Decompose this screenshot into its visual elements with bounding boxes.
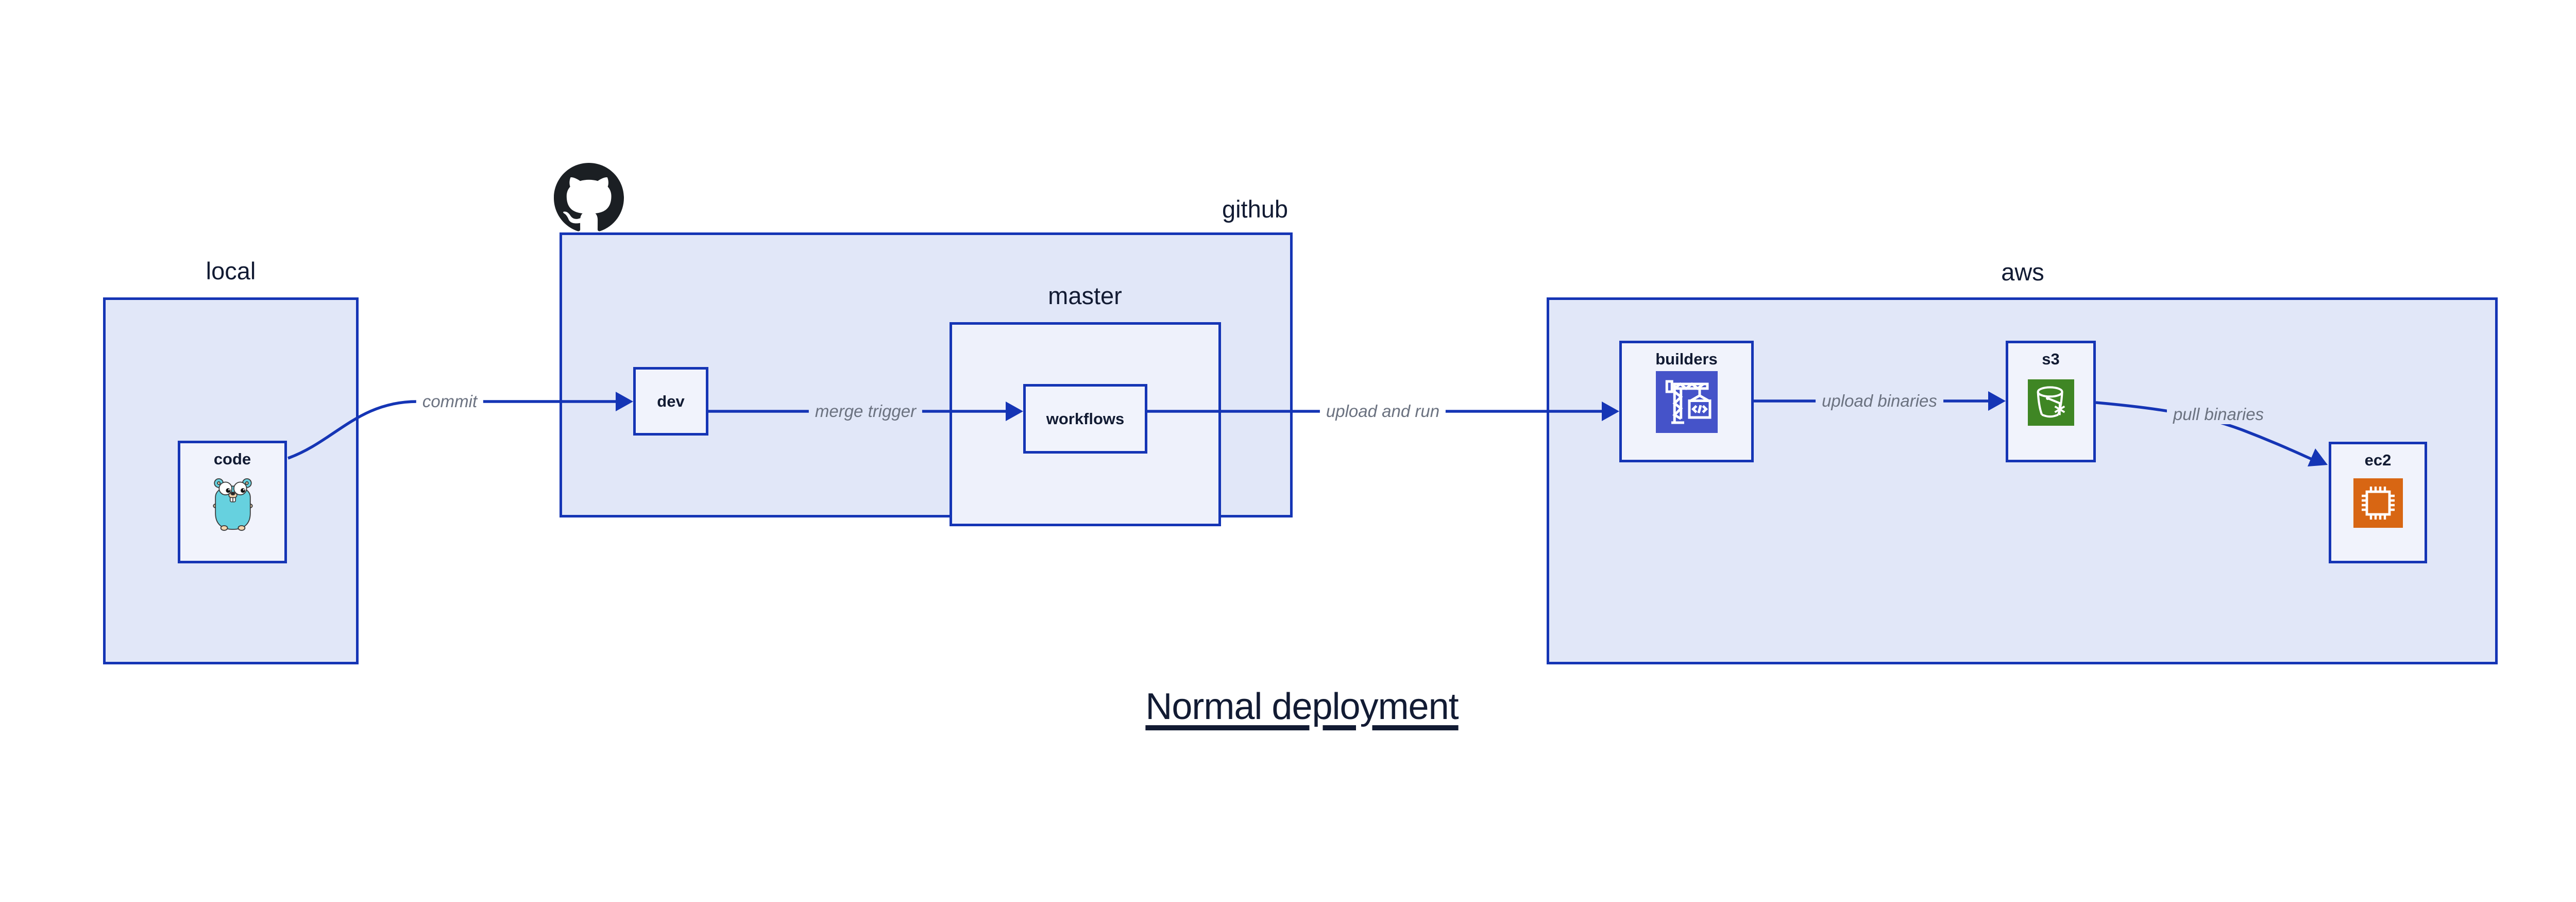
s3-bucket-icon — [2028, 379, 2074, 426]
codebuild-crane-icon — [1656, 371, 1718, 433]
github-octocat-icon — [554, 163, 624, 233]
edge-merge-trigger-arrowhead — [1006, 402, 1023, 421]
node-dev: dev — [633, 367, 708, 436]
edge-commit-arrowhead — [616, 392, 633, 411]
edge-upload-and-run-arrowhead — [1602, 402, 1619, 421]
node-label-ec2: ec2 — [2364, 451, 2392, 469]
node-label-s3: s3 — [2042, 350, 2060, 368]
node-builders: builders — [1619, 341, 1754, 462]
container-label-local: local — [206, 257, 256, 285]
node-ec2: ec2 — [2329, 442, 2427, 563]
container-label-master: master — [1048, 282, 1122, 309]
diagram-title: Normal deployment — [0, 686, 2576, 728]
node-label-dev: dev — [657, 392, 685, 410]
edge-label-upload-and-run: upload and run — [1319, 402, 1446, 421]
edge-upload-binaries-arrowhead — [1988, 391, 2006, 411]
edge-label-merge-trigger: merge trigger — [808, 402, 923, 421]
edge-label-commit: commit — [416, 392, 484, 411]
container-label-aws: aws — [2001, 258, 2044, 286]
diagram-title-text: Normal deployment — [1145, 686, 1459, 727]
node-s3: s3 — [2006, 341, 2096, 462]
edge-pull-binaries-line — [2095, 401, 2315, 462]
node-label-code: code — [213, 450, 251, 468]
ec2-chip-icon — [2353, 478, 2403, 528]
node-code: code — [178, 441, 287, 563]
node-label-workflows: workflows — [1046, 409, 1125, 428]
edge-commit-line — [287, 400, 617, 460]
edge-pull-binaries-arrowhead — [2308, 448, 2328, 466]
container-label-github: github — [1222, 195, 1288, 223]
edge-label-upload-binaries: upload binaries — [1816, 391, 1943, 411]
edge-label-pull-binaries: pull binaries — [2166, 405, 2270, 424]
node-workflows: workflows — [1023, 384, 1147, 454]
go-gopher-icon — [213, 474, 253, 531]
node-label-builders: builders — [1655, 350, 1718, 368]
